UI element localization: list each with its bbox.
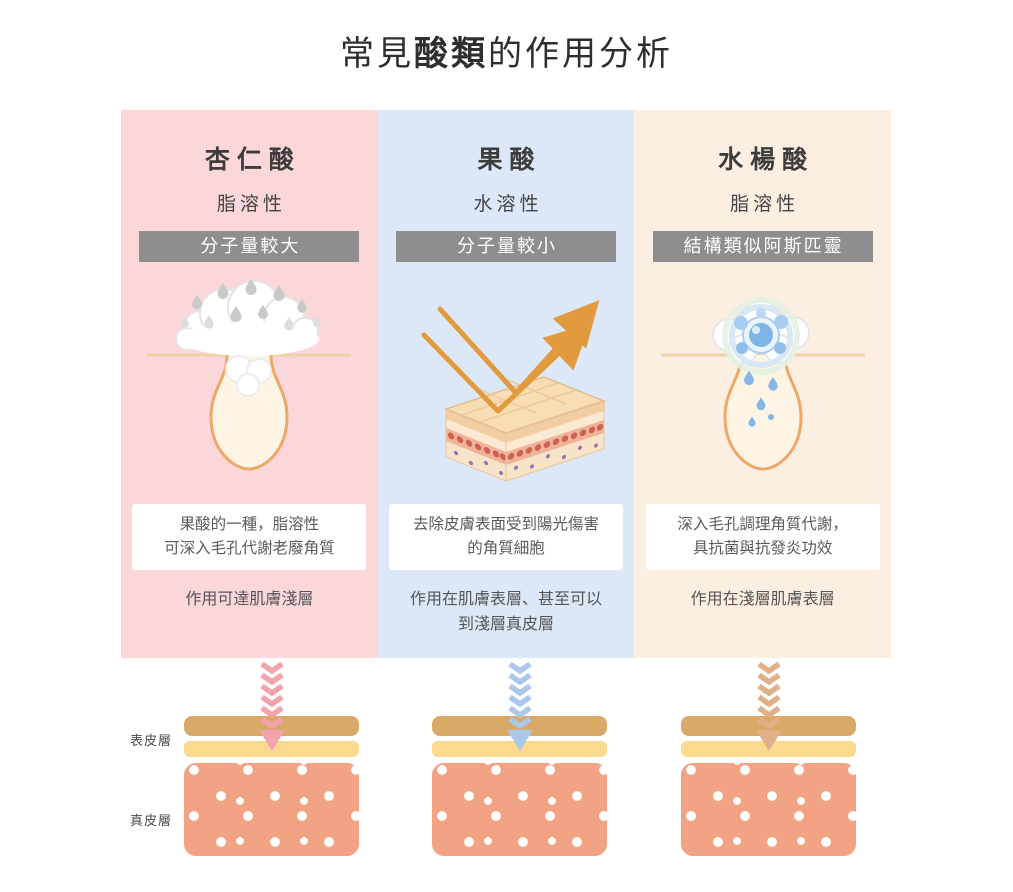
dermis-layer [184, 763, 359, 856]
skin-diagram-fruit-acid [432, 661, 607, 856]
pore-bubble-cleansing-icon [660, 297, 865, 471]
title-emphasis: 酸類 [414, 35, 488, 73]
epidermis-label: 表皮層 [130, 733, 173, 748]
effect-text: 作用可達肌膚淺層 [185, 591, 314, 609]
solubility-label: 脂溶性 [730, 194, 800, 215]
description-box: 果酸的一種，脂溶性 可深入毛孔代謝老廢角質 [132, 504, 367, 571]
droplet-cloud-pore-icon [147, 279, 352, 471]
skin-block-front-face [445, 408, 507, 482]
blue-droplets [743, 370, 778, 427]
page-title: 常見酸類的作用分析 [0, 26, 1013, 75]
column-salicylic-acid: 水楊酸 脂溶性 結構類似阿斯匹靈 [634, 110, 892, 658]
dermis-label: 真皮層 [130, 813, 173, 828]
effect-text: 作用在淺層肌膚表層 [690, 591, 835, 609]
penetration-arrow-down-icon [755, 661, 782, 751]
property-badge: 分子量較大 [139, 231, 360, 262]
title-suffix: 的作用分析 [488, 35, 673, 73]
solubility-label: 水溶性 [473, 194, 543, 215]
skin-diagram-mandelic [184, 661, 359, 856]
droplet-cloud-pore-illustration [121, 266, 378, 500]
property-badge: 分子量較小 [396, 231, 616, 262]
acid-name: 杏仁酸 [204, 146, 301, 174]
description-box: 深入毛孔調理角質代謝， 具抗菌與抗發炎功效 [645, 504, 880, 571]
pore-bubble-cleansing-illustration [634, 266, 891, 500]
acid-columns: 杏仁酸 脂溶性 分子量較大 [121, 110, 892, 658]
title-prefix: 常見 [340, 35, 414, 73]
dermis-layer [681, 763, 856, 856]
column-fruit-acid: 果酸 水溶性 分子量較小 [377, 110, 635, 658]
skin-layer-section: 表皮層 真皮層 [0, 660, 1013, 892]
pore-shape [723, 353, 803, 471]
pore-shape [209, 353, 289, 471]
column-mandelic-acid: 杏仁酸 脂溶性 分子量較大 [121, 110, 378, 658]
skin-block-reflect-arrows-illustration [378, 266, 635, 500]
dermis-layer [432, 763, 607, 856]
cloud-in-pore [225, 355, 273, 397]
property-badge: 結構類似阿斯匹靈 [652, 231, 873, 262]
bubble-cluster [733, 308, 788, 354]
description-box: 去除皮膚表面受到陽光傷害 的角質細胞 [389, 504, 623, 571]
solubility-label: 脂溶性 [216, 194, 286, 215]
skin-diagram-salicylic [681, 661, 856, 856]
skin-block-reflect-arrows-icon [421, 300, 607, 482]
penetration-arrow-down-icon [258, 661, 285, 751]
reflection-arrows [421, 300, 600, 414]
effect-text: 作用在肌膚表層、甚至可以 到淺層真皮層 [410, 591, 603, 633]
acid-name: 水楊酸 [718, 146, 815, 174]
penetration-arrow-down-icon [506, 661, 533, 751]
bubble-glow-rings [721, 297, 800, 375]
acid-name: 果酸 [477, 146, 542, 174]
